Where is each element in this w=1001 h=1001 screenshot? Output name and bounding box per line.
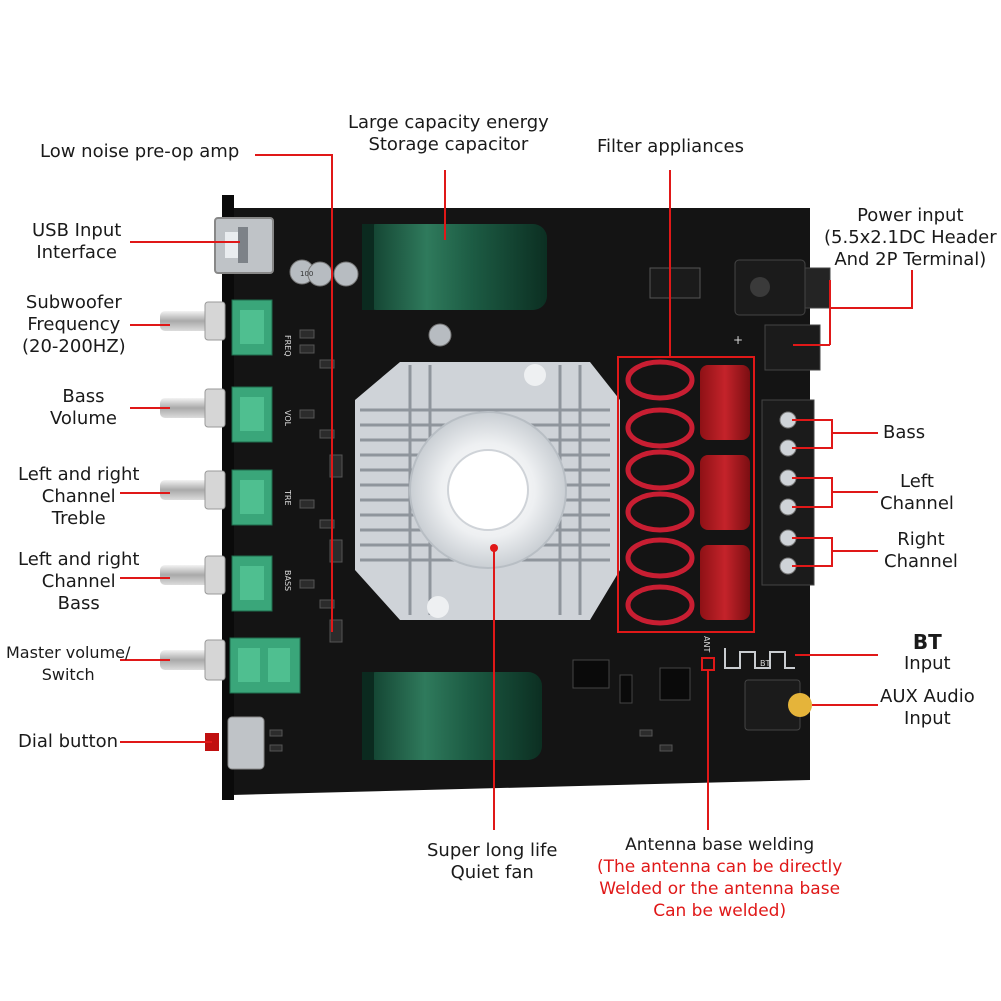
knob-bass-volume [160, 388, 226, 428]
bt-antenna-trace [724, 648, 795, 669]
label-line: Channel [880, 493, 954, 514]
silk-bass: BASS [283, 570, 292, 591]
label-power-input: Power input (5.5x2.1DC Header And 2P Ter… [824, 205, 997, 271]
silk-bt: BT [760, 659, 770, 668]
label-line: Input [904, 708, 951, 729]
silk-cap-value: 100 [300, 270, 313, 278]
large-capacitor-top [362, 224, 547, 310]
pot-vol [231, 386, 273, 443]
label-fan: Super long life Quiet fan [427, 840, 557, 884]
label-line: Left and right [18, 549, 140, 570]
label-line: Dial button [18, 731, 118, 752]
label-bass-output: Bass [883, 422, 925, 444]
label-filter: Filter appliances [597, 136, 744, 158]
label-line: AUX Audio [880, 686, 975, 707]
label-line: (20-200HZ) [22, 336, 126, 357]
dc-power-jack [734, 259, 831, 316]
knob-subwoofer-frequency [160, 301, 226, 341]
label-line: Subwoofer [25, 292, 122, 313]
label-line: Large capacity energy [348, 112, 549, 133]
label-line: Super long life [427, 840, 558, 861]
label-line: Quiet fan [450, 862, 534, 883]
label-line: Filter appliances [597, 136, 744, 157]
label-antenna-note: (The antenna can be directly [597, 857, 843, 877]
pot-tre [231, 469, 273, 526]
aux-jack [744, 679, 812, 731]
label-subwoofer: Subwoofer Frequency (20-200HZ) [22, 292, 126, 358]
label-line: BT [912, 630, 942, 654]
label-line: USB Input [32, 220, 122, 241]
pot-freq [231, 299, 273, 356]
label-line: Master volume/ [6, 643, 131, 662]
pot-master [229, 637, 301, 694]
label-low-noise-preop: Low noise pre-op amp [40, 141, 239, 163]
label-bass-volume: Bass Volume [50, 386, 117, 430]
filter-highlight-frame [617, 356, 755, 633]
label-treble: Left and right Channel Treble [18, 464, 139, 530]
label-lr-bass: Left and right Channel Bass [18, 549, 139, 615]
leader-lines [120, 154, 913, 830]
label-line: (5.5x2.1DC Header [824, 227, 997, 248]
knob-master-volume [160, 639, 226, 681]
dial-button [205, 716, 265, 770]
label-line: Frequency [27, 314, 121, 335]
silk-vol: VOL [283, 410, 292, 427]
filter-film-capacitors [700, 365, 750, 620]
power-2p-terminal [764, 324, 821, 371]
label-line: Low noise pre-op amp [40, 141, 240, 162]
label-line: Bass [57, 593, 100, 614]
fan-leader-dot [490, 544, 498, 552]
label-line: Right [897, 529, 945, 550]
label-right-channel: Right Channel [884, 529, 958, 573]
label-left-channel: Left Channel [880, 471, 954, 515]
silk-plus: + [733, 333, 743, 347]
label-capacitor: Large capacity energy Storage capacitor [348, 112, 549, 156]
label-line: Left [900, 471, 934, 492]
label-line: Channel [884, 551, 958, 572]
label-line: Treble [51, 508, 106, 529]
label-bt-input: BT Input [904, 631, 951, 675]
label-line: Bass [62, 386, 105, 407]
label-line: Left and right [18, 464, 140, 485]
label-line: Power input [857, 205, 964, 226]
filter-inductors [625, 359, 695, 626]
label-master-volume: Master volume/ Switch [6, 642, 130, 686]
label-usb: USB Input Interface [32, 220, 121, 264]
silk-tre: TRE [283, 489, 292, 506]
silk-freq: FREQ [283, 335, 292, 357]
knob-treble [160, 470, 226, 510]
output-terminal-block [761, 399, 815, 586]
label-line: Interface [36, 242, 117, 263]
diode [649, 267, 701, 299]
silk-ant: ANT [702, 636, 711, 652]
ic-chips [572, 659, 691, 704]
label-line: Storage capacitor [368, 134, 529, 155]
small-capacitors [289, 259, 452, 347]
label-line: Switch [41, 665, 95, 684]
label-antenna-note: Can be welded) [653, 901, 787, 921]
label-line: And 2P Terminal) [834, 249, 987, 270]
cooling-fan [409, 411, 567, 569]
label-line: Channel [41, 486, 116, 507]
label-dial-button: Dial button [18, 731, 118, 753]
label-line: Input [904, 653, 951, 674]
knob-lr-bass [160, 555, 226, 595]
label-aux-input: AUX Audio Input [880, 686, 975, 730]
label-line: Channel [41, 571, 116, 592]
label-antenna-note: Welded or the antenna base [599, 879, 841, 899]
pot-bass [231, 555, 273, 612]
label-antenna: Antenna base welding (The antenna can be… [597, 834, 842, 922]
usb-port [214, 217, 274, 274]
label-line: Volume [50, 408, 117, 429]
label-line: Bass [883, 422, 926, 443]
large-capacitor-bottom [362, 672, 542, 760]
label-antenna-title: Antenna base welding [625, 835, 815, 855]
